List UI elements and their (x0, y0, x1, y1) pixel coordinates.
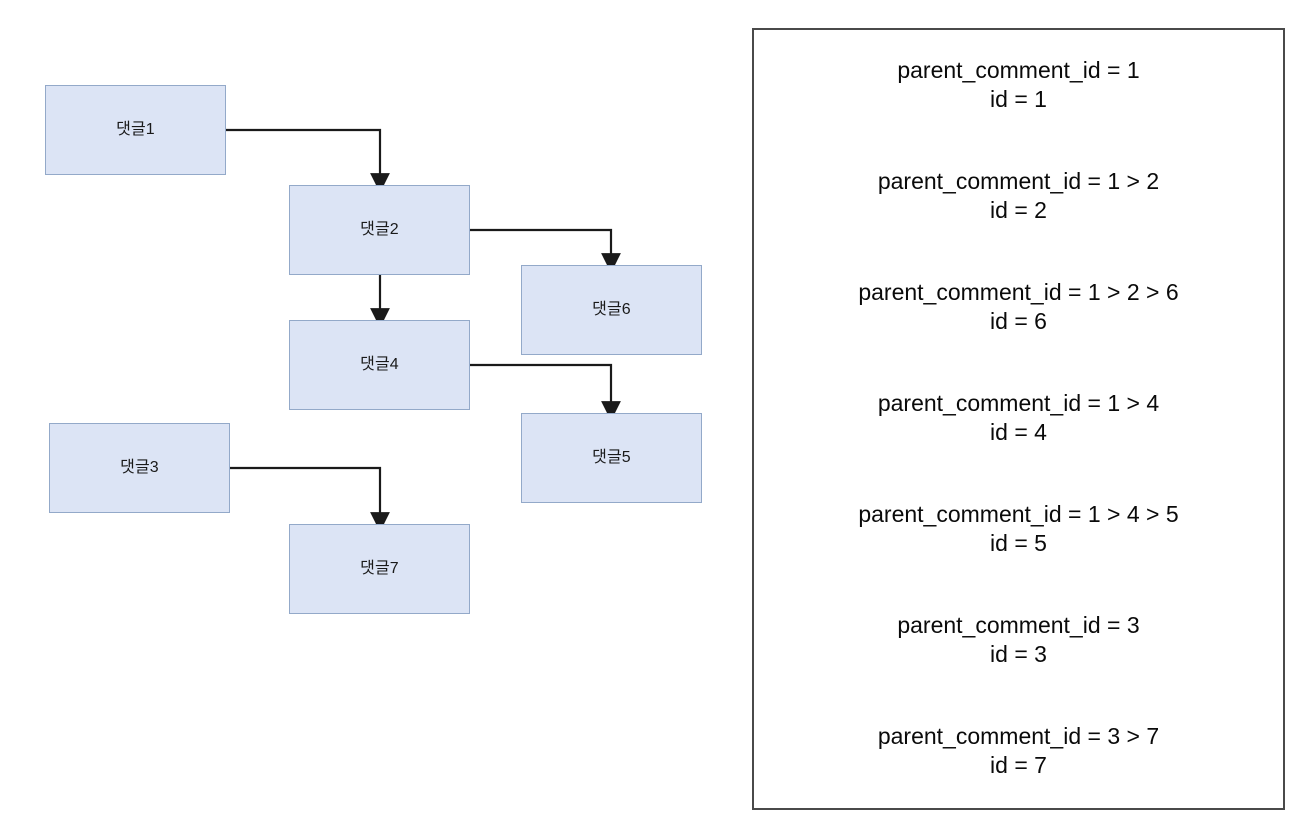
node-label: 댓글5 (592, 449, 631, 466)
edge-3-to-7 (230, 466, 390, 532)
node-comment-1[interactable]: 댓글1 (45, 85, 226, 175)
legend-parent-path: parent_comment_id = 3 (897, 612, 1140, 638)
edge-2-to-6 (470, 228, 621, 273)
legend-id: id = 7 (990, 751, 1047, 778)
node-comment-7[interactable]: 댓글7 (289, 524, 470, 614)
edge-1-to-2 (226, 128, 390, 193)
node-comment-4[interactable]: 댓글4 (289, 320, 470, 410)
legend-entry: parent_comment_id = 3 id = 3 (768, 611, 1269, 669)
legend-entry: parent_comment_id = 1 > 2 id = 2 (768, 167, 1269, 225)
legend-parent-path: parent_comment_id = 1 > 2 (877, 168, 1160, 194)
legend-entry: parent_comment_id = 1 > 4 id = 4 (768, 389, 1269, 447)
legend-id: id = 1 (990, 85, 1047, 112)
legend-id: id = 5 (990, 529, 1047, 556)
node-comment-6[interactable]: 댓글6 (521, 265, 702, 355)
legend-entry: parent_comment_id = 3 > 7 id = 7 (768, 722, 1269, 780)
node-label: 댓글7 (360, 560, 399, 577)
node-label: 댓글1 (116, 121, 155, 138)
legend-parent-path: parent_comment_id = 1 > 4 (877, 390, 1160, 416)
comment-tree-diagram: 댓글1 댓글2 댓글6 댓글4 댓글5 댓글3 댓글7 (45, 85, 702, 614)
legend-entry: parent_comment_id = 1 id = 1 (768, 56, 1269, 114)
legend-entry: parent_comment_id = 1 > 2 > 6 id = 6 (768, 278, 1269, 336)
legend-id: id = 4 (990, 418, 1047, 445)
edge-4-to-5 (470, 363, 621, 421)
node-label: 댓글6 (592, 301, 631, 318)
legend-entry: parent_comment_id = 1 > 4 > 5 id = 5 (768, 500, 1269, 558)
node-label: 댓글2 (360, 221, 399, 238)
node-label: 댓글4 (360, 356, 399, 373)
node-comment-2[interactable]: 댓글2 (289, 185, 470, 275)
legend-parent-path: parent_comment_id = 3 > 7 (877, 723, 1160, 749)
node-comment-3[interactable]: 댓글3 (49, 423, 230, 513)
legend-id: id = 2 (990, 196, 1047, 223)
legend-parent-path: parent_comment_id = 1 > 2 > 6 (858, 279, 1179, 305)
legend-id: id = 3 (990, 640, 1047, 667)
legend-id: id = 6 (990, 307, 1047, 334)
node-label: 댓글3 (120, 459, 159, 476)
legend-parent-path: parent_comment_id = 1 > 4 > 5 (858, 501, 1179, 527)
legend-parent-path: parent_comment_id = 1 (897, 57, 1140, 83)
node-comment-5[interactable]: 댓글5 (521, 413, 702, 503)
path-legend-panel: parent_comment_id = 1 id = 1 parent_comm… (752, 28, 1285, 810)
